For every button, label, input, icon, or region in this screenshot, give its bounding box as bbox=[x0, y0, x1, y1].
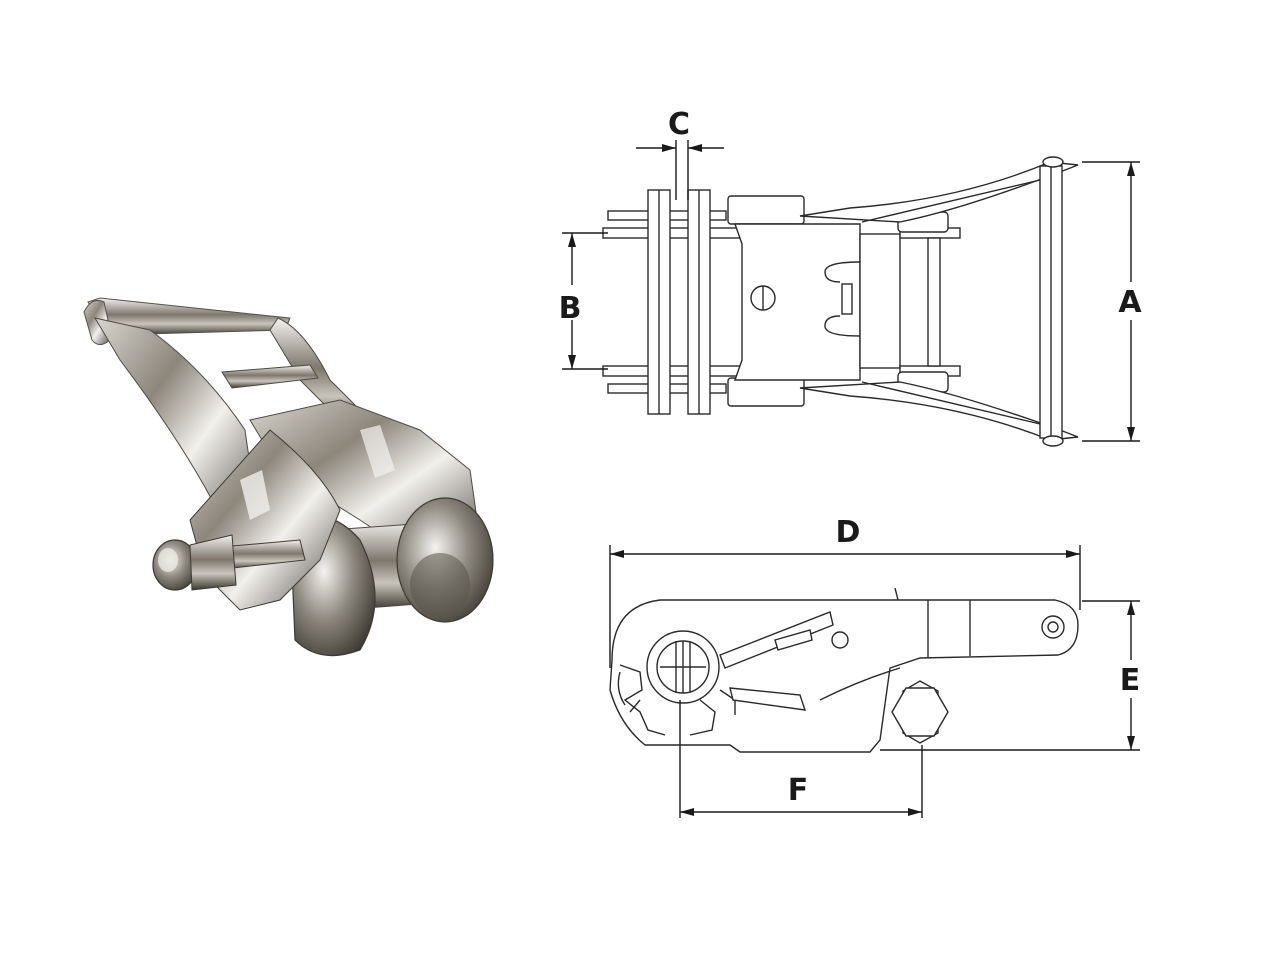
dimension-label-c: C bbox=[668, 107, 690, 142]
top-view-drawing bbox=[602, 156, 1079, 447]
dimension-label-b: B bbox=[559, 291, 582, 326]
dimension-label-a: A bbox=[1118, 285, 1142, 320]
dimension-label-e: E bbox=[1120, 663, 1141, 698]
dimension-label-f: F bbox=[788, 773, 809, 808]
dimension-label-d: D bbox=[836, 515, 861, 550]
dimension-lines bbox=[562, 140, 1140, 818]
side-view-drawing bbox=[609, 587, 1079, 753]
buckle-photo bbox=[83, 297, 494, 657]
